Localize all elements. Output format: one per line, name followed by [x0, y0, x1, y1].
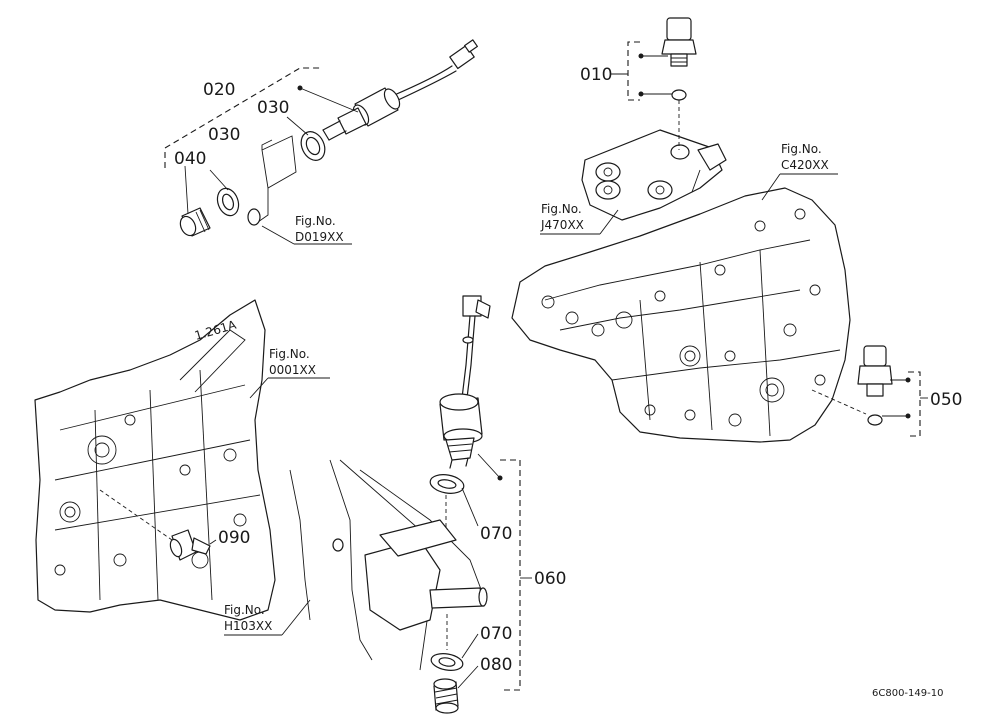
pressure-switch-050	[857, 345, 893, 426]
fig-ref-d019-code: D019XX	[295, 230, 344, 244]
plug-040	[179, 207, 211, 237]
washer-070-upper	[429, 474, 465, 494]
valve-block-j470	[581, 129, 727, 221]
solenoid-assembly-060	[439, 295, 491, 469]
sensor-090	[169, 529, 211, 561]
callout-040: 040	[174, 149, 206, 169]
group-bracket-060	[500, 459, 521, 691]
callout-070-lower: 070	[480, 624, 512, 644]
callout-030-lower: 030	[208, 125, 240, 145]
bracket-d019	[247, 135, 297, 226]
sensor-assembly-020	[322, 39, 478, 141]
callout-050: 050	[930, 390, 962, 410]
callout-010: 010	[580, 65, 612, 85]
drawing-code: 6C800-149-10	[872, 688, 943, 699]
group-bracket-020	[164, 67, 320, 168]
washer-030-upper	[300, 131, 326, 161]
callout-030-upper: 030	[257, 98, 289, 118]
callout-090: 090	[218, 528, 250, 548]
transmission-case-c420	[511, 187, 851, 443]
plug-080	[433, 678, 459, 714]
fig-ref-h103-code: H103XX	[224, 619, 272, 633]
engine-block-0001	[34, 299, 276, 621]
fig-ref-c420-code: C420XX	[781, 158, 829, 172]
group-bracket-050	[908, 371, 921, 437]
pressure-switch-010	[661, 17, 697, 101]
callout-070-upper: 070	[480, 524, 512, 544]
washer-030-lower	[216, 187, 240, 217]
fig-ref-j470-label: Fig.No.	[541, 202, 582, 216]
callout-020: 020	[203, 80, 235, 100]
bracket-h103	[289, 459, 488, 671]
fig-ref-j470-code: J470XX	[540, 218, 584, 232]
fig-ref-0001-label: Fig.No.	[269, 347, 310, 361]
fig-ref-0001-code: 0001XX	[269, 363, 316, 377]
fig-ref-h103-label: Fig.No.	[224, 603, 265, 617]
callout-080: 080	[480, 655, 512, 675]
washer-070-lower	[430, 653, 464, 671]
group-bracket-010	[627, 41, 640, 101]
callout-060: 060	[534, 569, 566, 589]
fig-ref-c420-label: Fig.No.	[781, 142, 822, 156]
fig-ref-d019-label: Fig.No.	[295, 214, 336, 228]
